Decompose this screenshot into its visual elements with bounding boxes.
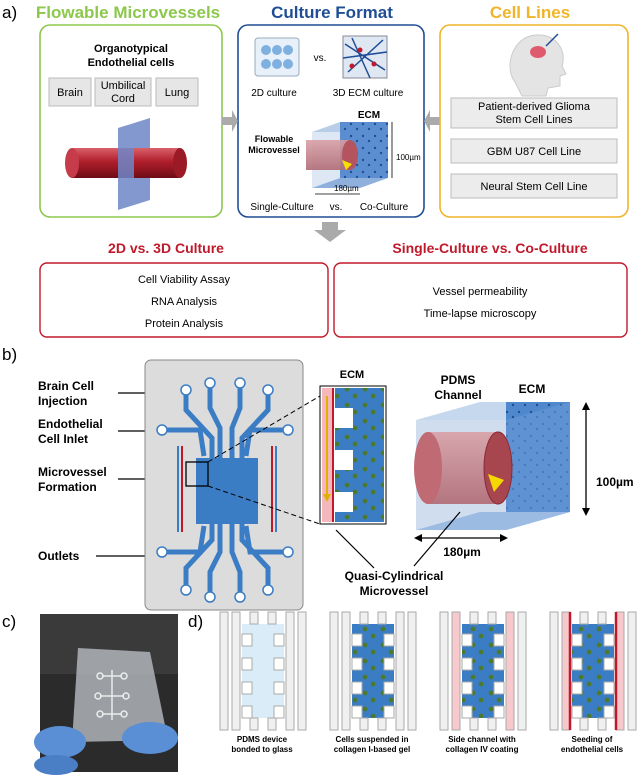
ecm-label-large: ECM bbox=[519, 382, 546, 396]
fabrication-step-3 bbox=[439, 611, 527, 731]
vs2-label: vs. bbox=[330, 202, 343, 213]
result-left-item-1: Cell Viability Assay bbox=[138, 274, 231, 286]
fabrication-steps bbox=[219, 611, 637, 731]
fabrication-step-1 bbox=[219, 611, 307, 731]
fabrication-step-2 bbox=[329, 611, 417, 731]
step-3-caption-a: Side channel with bbox=[448, 735, 516, 744]
panel-label-c: c) bbox=[2, 612, 16, 631]
small-3d-block bbox=[306, 122, 388, 188]
cell-type-brain-box bbox=[48, 77, 92, 107]
result-right-box bbox=[333, 262, 628, 338]
step-3-caption-b: collagen IV coating bbox=[446, 745, 519, 754]
result-right-item-1: Vessel permeability bbox=[433, 286, 528, 298]
organotypical-line2: Endothelial cells bbox=[88, 57, 175, 69]
cell-line-item-1-box bbox=[450, 97, 618, 129]
ecm-3d-icon bbox=[342, 35, 388, 79]
cell-type-lung: Lung bbox=[165, 87, 189, 99]
flowable-microvessels-title: Flowable Microvessels bbox=[36, 3, 220, 22]
result-left-item-3: Protein Analysis bbox=[145, 318, 224, 330]
fabrication-step-4 bbox=[549, 611, 637, 731]
zoom-inset bbox=[319, 385, 387, 525]
result-right-item-2: Time-lapse microscopy bbox=[424, 308, 537, 320]
culture-3d-label: 3D ECM culture bbox=[333, 88, 404, 99]
panel-label-b: b) bbox=[2, 345, 17, 364]
label-injection: Injection bbox=[38, 394, 87, 408]
organotypical-line1: Organotypical bbox=[94, 43, 168, 55]
step-1-caption-b: bonded to glass bbox=[231, 745, 293, 754]
single-culture-label: Single-Culture bbox=[250, 202, 314, 213]
arrow-left-icon bbox=[424, 110, 440, 132]
panel-label-a: a) bbox=[2, 3, 17, 22]
device-photo bbox=[34, 614, 178, 775]
cell-line-item-2-box bbox=[450, 138, 618, 164]
culture-2d-label: 2D culture bbox=[251, 88, 297, 99]
quasi-label-line1: Quasi-Cylindrical bbox=[345, 569, 444, 583]
arrow-down-icon bbox=[314, 222, 346, 242]
cell-type-brain: Brain bbox=[57, 87, 83, 99]
ecm-label-inset: ECM bbox=[340, 369, 364, 381]
quasi-label-line2: Microvessel bbox=[360, 584, 429, 598]
well-plate-icon bbox=[254, 37, 300, 77]
dim-100-small: 100µm bbox=[396, 153, 421, 162]
flowable-label-line1: Flowable bbox=[255, 134, 294, 144]
pdms-label-line1: PDMS bbox=[441, 373, 476, 387]
step-2-caption-a: Cells suspended in bbox=[336, 735, 409, 744]
cell-line-item-1a: Patient-derived Glioma bbox=[478, 101, 591, 113]
result-left-box bbox=[39, 262, 329, 338]
head-profile-icon bbox=[509, 33, 567, 97]
step-2-caption-b: collagen I-based gel bbox=[334, 745, 410, 754]
cell-line-item-1b: Stem Cell Lines bbox=[495, 114, 573, 126]
culture-format-title: Culture Format bbox=[271, 3, 393, 22]
label-microvessel: Microvessel bbox=[38, 465, 107, 479]
flowable-label-line2: Microvessel bbox=[248, 145, 300, 155]
dim-100-large: 100µm bbox=[596, 475, 634, 489]
dim-180-small: 180µm bbox=[334, 184, 359, 193]
label-brain-cell: Brain Cell bbox=[38, 379, 94, 393]
label-endothelial: Endothelial bbox=[38, 417, 103, 431]
dim-180-large: 180µm bbox=[443, 545, 481, 559]
result-left-title: 2D vs. 3D Culture bbox=[108, 240, 224, 256]
result-right-title: Single-Culture vs. Co-Culture bbox=[392, 240, 587, 256]
cell-type-umbilical: Umbilical bbox=[101, 80, 146, 92]
large-3d-block bbox=[414, 402, 570, 530]
cell-type-umbilical-box bbox=[94, 77, 152, 107]
result-left-item-2: RNA Analysis bbox=[151, 296, 218, 308]
label-formation: Formation bbox=[38, 480, 97, 494]
label-outlets: Outlets bbox=[38, 549, 80, 563]
vessel-cylinder-illustration bbox=[65, 118, 187, 210]
cell-line-item-3: Neural Stem Cell Line bbox=[481, 181, 588, 193]
microfluidic-chip bbox=[144, 359, 304, 611]
cell-line-item-3-box bbox=[450, 173, 618, 199]
cell-line-item-2: GBM U87 Cell Line bbox=[487, 146, 581, 158]
vs-label: vs. bbox=[314, 53, 327, 64]
cell-lines-title: Cell Lines bbox=[490, 3, 570, 22]
pdms-label-line2: Channel bbox=[434, 388, 481, 402]
cell-type-lung-box bbox=[155, 77, 199, 107]
step-4-caption-a: Seeding of bbox=[572, 735, 613, 744]
step-1-caption-a: PDMS device bbox=[237, 735, 288, 744]
panel-label-d: d) bbox=[188, 612, 203, 631]
ecm-label-small: ECM bbox=[358, 110, 380, 121]
step-4-caption-b: endothelial cells bbox=[561, 745, 624, 754]
cell-type-cord: Cord bbox=[111, 93, 135, 105]
arrow-right-icon bbox=[222, 110, 238, 132]
co-culture-label: Co-Culture bbox=[360, 202, 409, 213]
label-cell-inlet: Cell Inlet bbox=[38, 432, 88, 446]
